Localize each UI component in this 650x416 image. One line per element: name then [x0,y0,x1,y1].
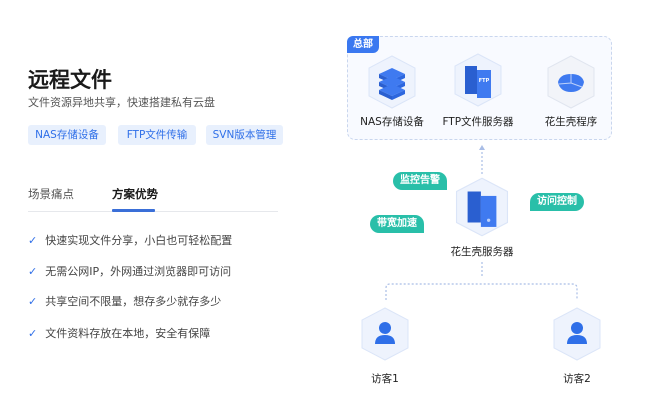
advantage-text: 快速实现文件分享，小白也可轻松配置 [45,234,233,247]
oray-program-icon [547,55,595,109]
advantage-item: ✓ 无需公网IP，外网通过浏览器即可访问 [28,263,231,279]
tag-ftp[interactable]: FTP文件传输 [118,125,196,145]
check-icon: ✓ [28,326,38,340]
ftp-icon-text: FTP [479,78,490,84]
advantage-item: ✓ 快速实现文件分享，小白也可轻松配置 [28,232,232,248]
check-icon: ✓ [28,294,38,308]
check-icon: ✓ [28,233,38,247]
node-label-server: 花生壳服务器 [450,246,514,258]
nas-storage-icon [368,55,416,109]
tab-advantages[interactable]: 方案优势 [112,187,158,201]
visitor-label-1: 访客1 [371,373,399,385]
advantage-text: 无需公网IP，外网通过浏览器即可访问 [45,265,232,278]
advantage-item: ✓ 文件资料存放在本地，安全有保障 [28,325,210,341]
active-tab-indicator [112,209,155,212]
tab-pain-points[interactable]: 场景痛点 [28,187,74,201]
node-label-nas: NAS存储设备 [360,116,424,128]
node-label-ftp: FTP文件服务器 [442,116,514,128]
oray-server-icon [455,177,509,237]
feature-monitor-alert: 监控告警 [393,172,447,190]
hq-badge: 总部 [347,36,379,53]
advantage-text: 共享空间不限量，想存多少就存多少 [45,295,222,308]
check-icon: ✓ [28,264,38,278]
feature-bandwidth-boost: 带宽加速 [370,215,424,233]
tag-svn[interactable]: SVN版本管理 [206,125,283,145]
visitor-user-icon [361,307,409,361]
tag-nas[interactable]: NAS存储设备 [28,125,106,145]
advantage-text: 文件资料存放在本地，安全有保障 [45,327,211,340]
page-title: 远程文件 [28,68,112,92]
node-label-oray: 花生壳程序 [544,116,598,128]
feature-access-control: 访问控制 [530,193,584,211]
page-subtitle: 文件资源异地共享，快速搭建私有云盘 [28,96,215,109]
visitor-user-icon [553,307,601,361]
advantage-item: ✓ 共享空间不限量，想存多少就存多少 [28,293,221,309]
visitor-label-2: 访客2 [563,373,591,385]
ftp-server-icon: FTP [454,53,502,107]
